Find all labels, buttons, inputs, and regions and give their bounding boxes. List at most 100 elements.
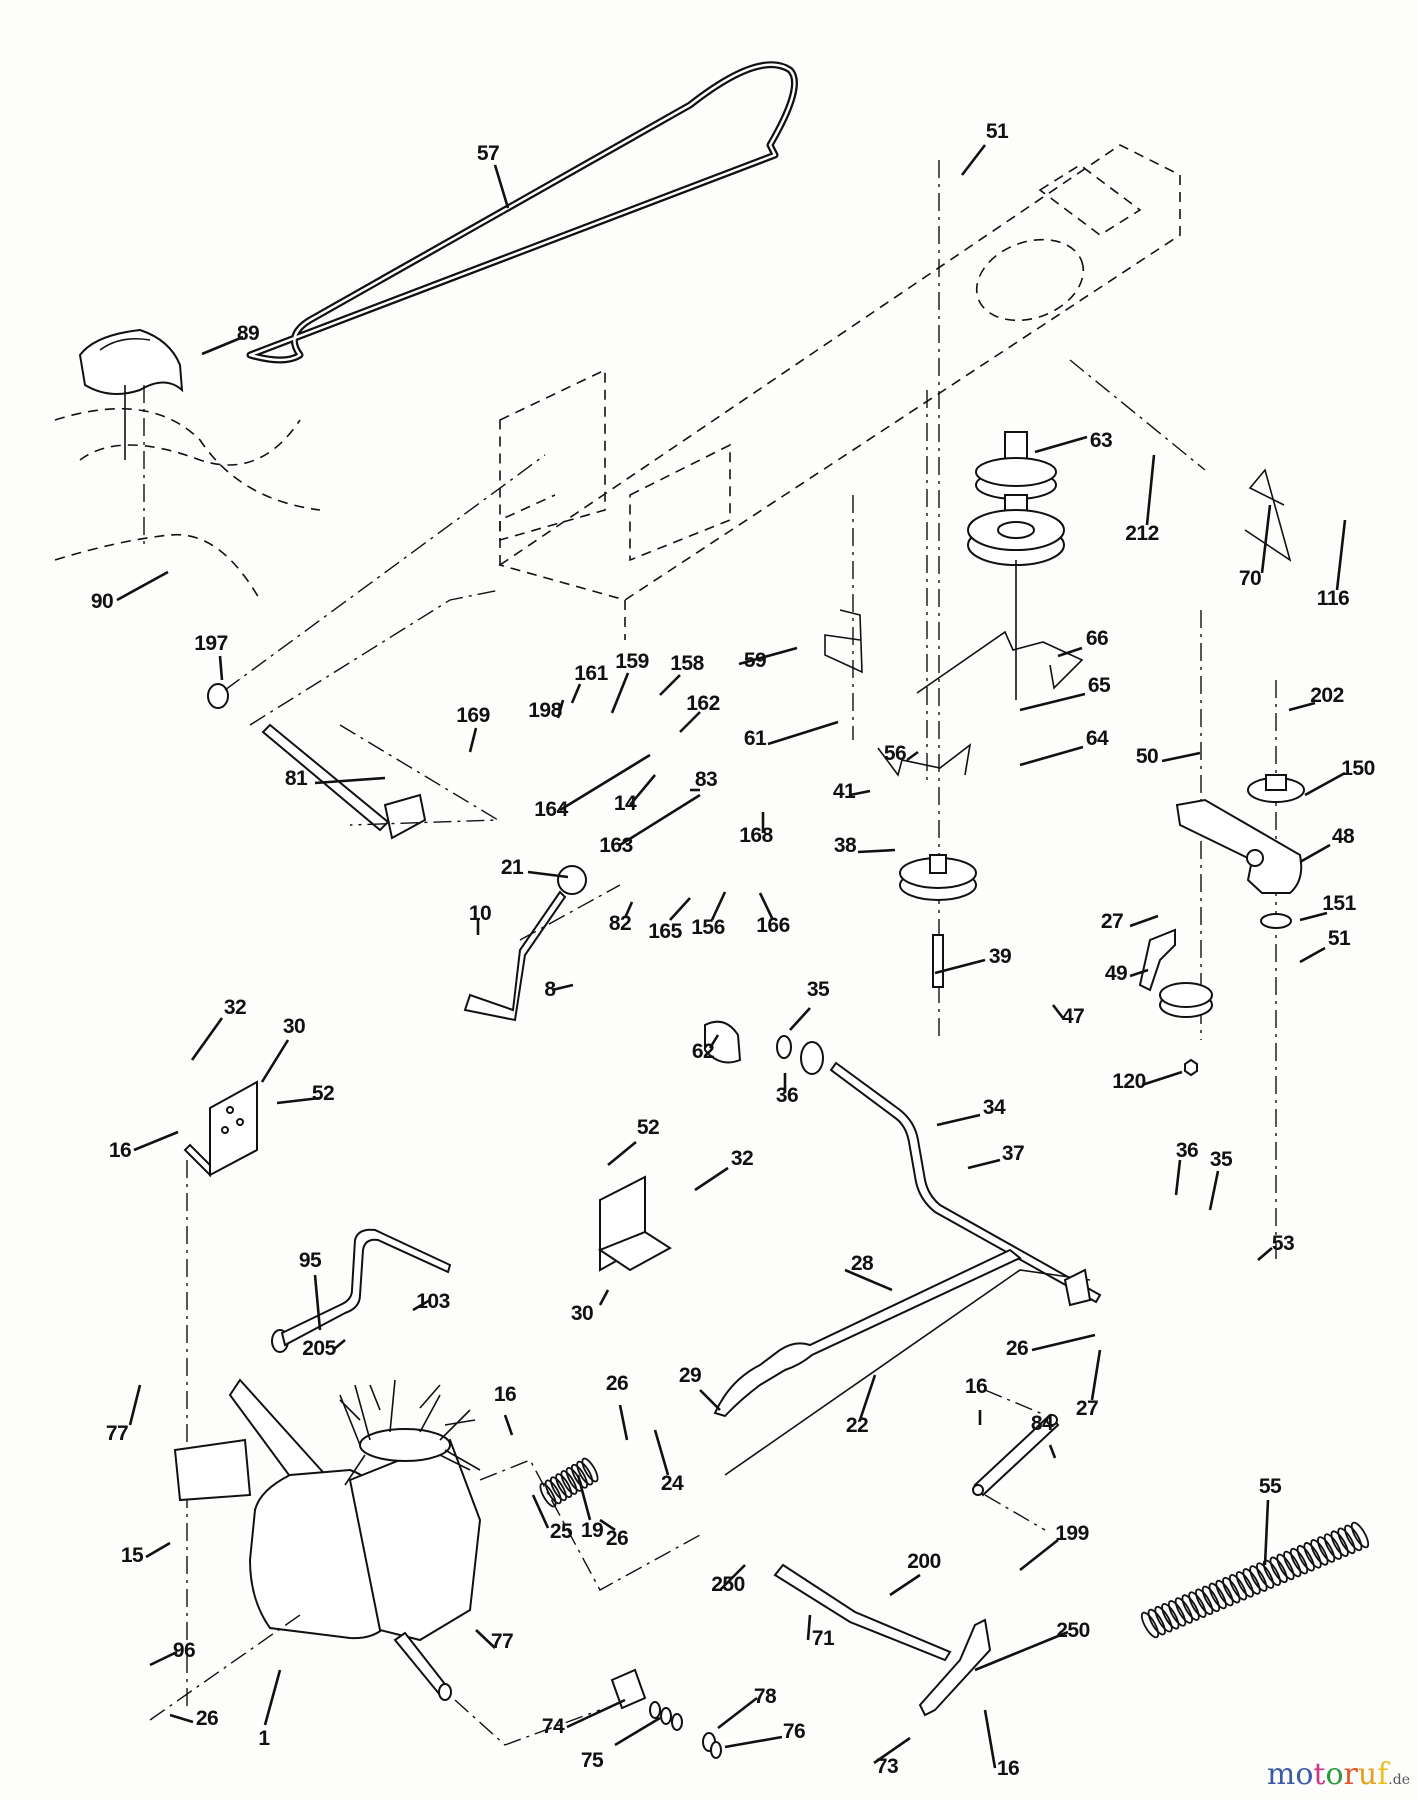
- leader-line: [857, 848, 896, 854]
- callout-idler-arm: 48: [1299, 825, 1355, 864]
- part-number-label: 116: [1317, 587, 1349, 610]
- watermark-tld: .de: [1388, 1772, 1410, 1788]
- leader-line: [679, 711, 701, 733]
- part-number-label: 161: [574, 662, 608, 685]
- leader-line: [468, 727, 478, 753]
- leader-line: [570, 683, 582, 704]
- leader-line: [598, 1289, 610, 1306]
- callout-washer: 164: [534, 753, 651, 821]
- part-number-label: 27: [1076, 1397, 1098, 1420]
- leader-line: [629, 774, 656, 806]
- watermark-letter: o: [1325, 1757, 1344, 1792]
- spring-coil: [1228, 1573, 1248, 1601]
- part-number-label: 82: [609, 912, 631, 935]
- part-number-label: 53: [1272, 1232, 1294, 1255]
- callout-bolt: 56: [884, 742, 919, 765]
- clutch-shaft: [704, 1020, 1102, 1304]
- leader-line: [493, 164, 510, 209]
- leader-line: [276, 1096, 321, 1105]
- leader-line: [849, 789, 871, 797]
- part-number-label: 59: [744, 649, 766, 672]
- part-number-label: 30: [283, 1015, 305, 1038]
- callout-washer: 26: [606, 1372, 629, 1441]
- leader-line: [1129, 914, 1159, 928]
- leader-line: [559, 753, 651, 812]
- spring-coil: [1154, 1605, 1173, 1633]
- part-number-label: 55: [1259, 1475, 1282, 1498]
- callout-idler-pulley: 38: [834, 834, 896, 857]
- callout-bolt: 61: [744, 720, 839, 750]
- callout-bolts: 32: [190, 996, 247, 1061]
- part-number-label: 151: [1322, 892, 1356, 915]
- spring-coil: [1350, 1521, 1370, 1549]
- leader-line: [983, 1709, 997, 1769]
- leader-line: [738, 646, 798, 666]
- leader-line: [551, 983, 574, 992]
- part-number-label: 83: [695, 768, 717, 791]
- brake-link-71: [773, 1563, 992, 1717]
- callout-washer: 198: [528, 699, 565, 722]
- callout-e-ring: 76: [724, 1720, 806, 1749]
- drive-belt: [246, 61, 798, 364]
- part-number-label: 71: [812, 1627, 835, 1650]
- part-number-label: 81: [285, 767, 308, 790]
- leader-line: [566, 1698, 626, 1729]
- callout-cotter-pin: 96: [149, 1639, 196, 1667]
- callout-bolts: 199: [1019, 1522, 1089, 1572]
- leader-line: [1335, 519, 1347, 591]
- callout-bolt: 83: [690, 768, 718, 792]
- part-number-label: 15: [121, 1544, 144, 1567]
- part-number-label: 169: [456, 704, 490, 727]
- leader-line: [1260, 504, 1272, 574]
- part-number-label: 75: [581, 1749, 604, 1772]
- spring-coil: [570, 1463, 589, 1489]
- part-number-label: 16: [494, 1383, 516, 1406]
- callout-rod: 53: [1257, 1232, 1295, 1261]
- part-number-label: 52: [637, 1116, 659, 1139]
- part-number-label: 197: [194, 632, 228, 655]
- spring-coil: [1242, 1568, 1261, 1595]
- watermark-letter: f: [1377, 1757, 1389, 1792]
- part-number-label: 35: [1210, 1148, 1233, 1171]
- spring-coil: [1269, 1556, 1288, 1584]
- spring-coil: [576, 1460, 594, 1486]
- shift-lever: [463, 865, 621, 1022]
- callout-bushing: 62: [692, 1034, 720, 1063]
- callout-eyebolt: 27: [1101, 910, 1159, 933]
- spring-coil: [1222, 1576, 1241, 1604]
- leader-line: [906, 750, 919, 762]
- spring-coil: [1161, 1603, 1180, 1630]
- spring-coil: [539, 1482, 557, 1508]
- spring-coil: [1330, 1530, 1349, 1557]
- leader-line: [758, 892, 774, 919]
- callout-nut: 16: [965, 1375, 988, 1425]
- part-number-label: 199: [1055, 1522, 1089, 1545]
- bracket-30-left: [183, 1080, 258, 1178]
- leader-line: [412, 1298, 431, 1312]
- shift-knob-cover: [78, 328, 184, 550]
- leader-line: [1019, 745, 1084, 767]
- part-number-label: 78: [754, 1685, 777, 1708]
- callout-clip: 169: [456, 704, 490, 753]
- idler-arm: [1175, 774, 1305, 929]
- idler-pulley-47: [1138, 928, 1213, 1077]
- part-number-label: 28: [851, 1252, 874, 1275]
- part-number-label: 205: [302, 1337, 336, 1360]
- leader-line: [619, 793, 701, 847]
- part-number-label: 73: [876, 1755, 898, 1778]
- callout-ferrule: 29: [679, 1364, 721, 1411]
- callout-belt-guide: 49: [1105, 962, 1149, 985]
- leader-line: [1299, 843, 1331, 864]
- part-number-label: 1: [258, 1727, 270, 1750]
- callout-washer: 156: [691, 891, 727, 939]
- leader-line: [844, 1268, 893, 1292]
- callout-key: 77: [475, 1629, 514, 1653]
- part-number-label: 49: [1105, 962, 1127, 985]
- leader-line: [1263, 1499, 1270, 1566]
- spring-coil: [1147, 1608, 1166, 1636]
- motoruf-watermark: motoruf.de: [1267, 1757, 1410, 1792]
- callout-spring: 55: [1259, 1475, 1282, 1566]
- leader-line: [128, 1384, 142, 1426]
- part-number-label: 16: [997, 1757, 1019, 1780]
